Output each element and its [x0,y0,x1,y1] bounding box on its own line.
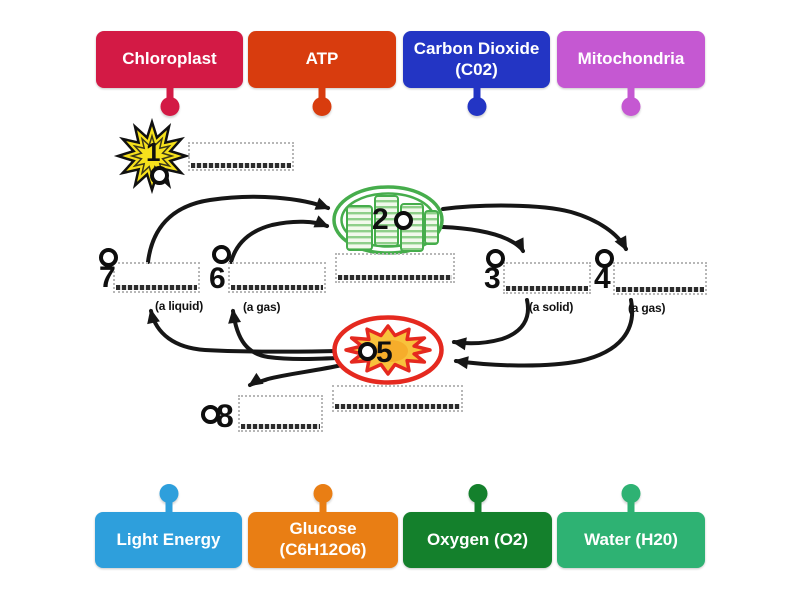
chip-label: Oxygen (O2) [426,529,529,549]
arrow-mitochondria-to-6 [228,308,339,361]
drop-target-circle-3[interactable] [486,249,505,268]
drop-target-circle-1[interactable] [150,166,169,185]
zone-number-6: 6 [209,262,226,295]
connector-pin [467,88,486,116]
chloroplast-icon [332,185,444,255]
connector-pin [160,88,179,116]
chip-label: Water (H20) [584,529,678,549]
chip-water[interactable]: Water (H20) [557,484,705,568]
zone-number-7: 7 [99,261,116,294]
connector-pin [312,88,332,116]
answer-blank-2[interactable] [335,253,455,283]
chip-label: Mitochondria [577,49,685,69]
drop-target-circle-8[interactable] [201,405,220,424]
answer-blank-8[interactable] [238,395,323,432]
arrow-7-to-chloroplast [146,194,331,264]
zone-number-3: 3 [484,262,501,295]
answer-blank-5[interactable] [332,385,463,412]
connector-pin [159,484,178,512]
drop-target-circle-7[interactable] [99,248,118,267]
drop-target-circle-6[interactable] [212,245,231,264]
arrow-chloroplast-to-4 [441,203,628,252]
connector-pin [468,484,487,512]
chip-label: Light Energy [116,529,221,549]
zone-number-2: 2 [372,203,389,236]
drop-target-circle-2[interactable] [394,211,413,230]
chip-mitochondria[interactable]: Mitochondria [557,31,705,116]
answer-blank-3[interactable] [503,262,591,294]
answer-blank-7[interactable] [113,262,200,293]
arrow-3-to-mitochondria [451,298,530,351]
connector-pin [621,484,641,512]
drop-target-circle-5[interactable] [358,342,377,361]
connector-pin [313,484,333,512]
chip-label: ATP [305,49,339,69]
chip-light-energy[interactable]: Light Energy [95,484,242,568]
answer-blank-1[interactable] [188,142,294,171]
chip-carbon-dioxide[interactable]: Carbon Dioxide (C02) [403,31,550,116]
chip-glucose[interactable]: Glucose (C6H12O6) [248,484,398,568]
connector-pin [621,88,641,116]
arrow-6-to-chloroplast [229,215,330,264]
arrow-chloroplast-to-3 [441,225,525,254]
arrow-mitochondria-to-7 [147,308,339,354]
answer-blank-6[interactable] [228,262,326,293]
answer-blank-4[interactable] [613,262,707,295]
state-label-3: (a solid) [529,300,574,314]
chip-label: Chloroplast [122,49,217,69]
arrow-mitochondria-to-8 [247,363,344,387]
chip-label: Glucose (C6H12O6) [279,519,367,559]
zone-number-4: 4 [594,262,611,295]
zone-number-5: 5 [376,336,393,369]
chip-label: Carbon Dioxide (C02) [413,38,540,79]
state-label-7: (a liquid) [155,299,203,313]
state-label-6: (a gas) [243,300,281,314]
zone-number-1: 1 [146,137,161,167]
chip-oxygen[interactable]: Oxygen (O2) [403,484,552,568]
grana-stacks [346,195,439,252]
chip-atp[interactable]: ATP [248,31,396,116]
chip-chloroplast[interactable]: Chloroplast [96,31,243,116]
state-label-4: (a gas) [628,301,666,315]
zone-number-8: 8 [216,398,234,434]
drop-target-circle-4[interactable] [595,249,614,268]
